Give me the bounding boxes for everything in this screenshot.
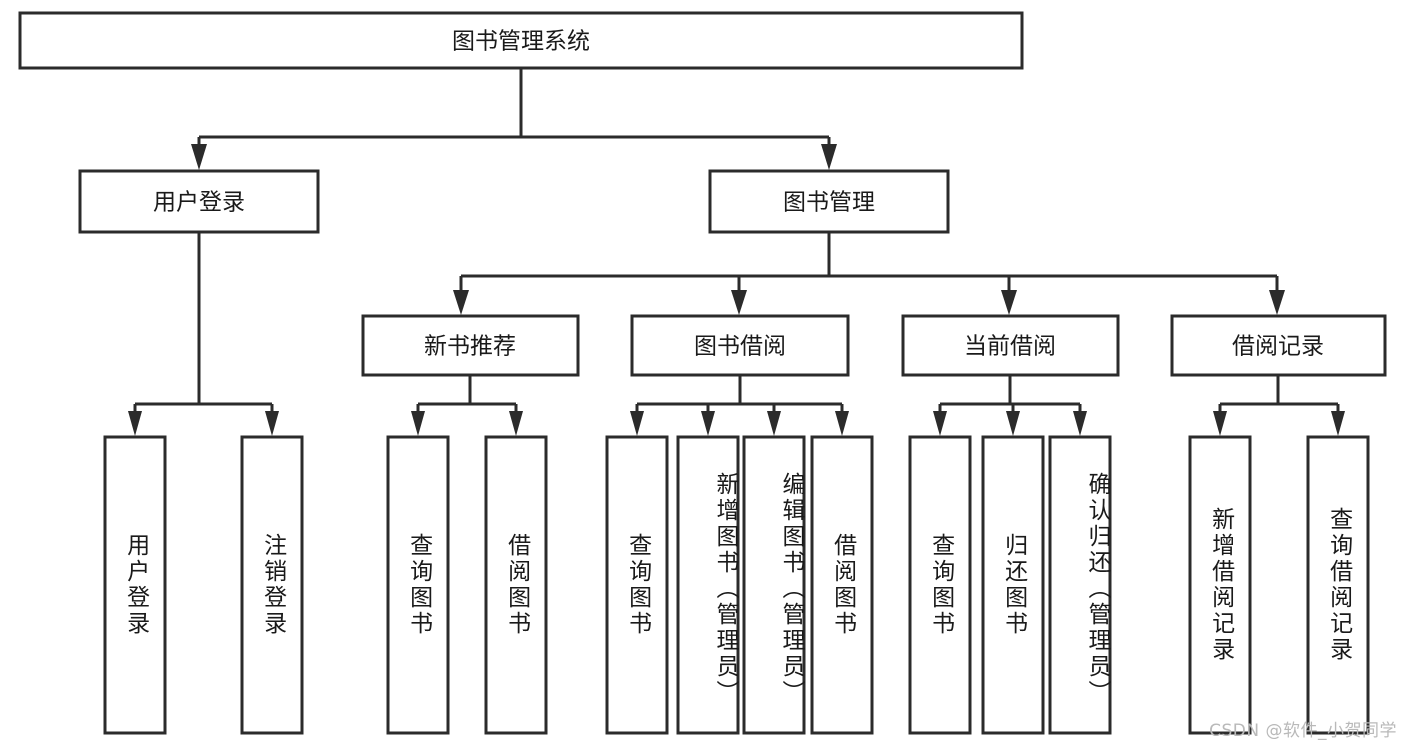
- node-current-borrow-box[interactable]: [901, 314, 1120, 377]
- arrowhead-icon: [1073, 411, 1087, 436]
- arrowhead-icon: [933, 411, 947, 436]
- arrowhead-icon: [453, 290, 469, 315]
- arrowhead-icon: [630, 411, 644, 436]
- arrowhead-icon: [1006, 411, 1020, 436]
- arrowhead-icon: [767, 411, 781, 436]
- arrow-heads: [128, 144, 1345, 436]
- node-borrow-record-label: 借阅记录: [1232, 334, 1324, 360]
- leaf-box-logout[interactable]: [240, 435, 304, 735]
- leaf-boxes: [103, 435, 1370, 735]
- node-book-management-label: 图书管理: [783, 190, 875, 216]
- leaf-box-query-book-1[interactable]: [386, 435, 450, 735]
- arrowhead-icon: [128, 411, 142, 436]
- csdn-watermark: CSDN @软件_小贺同学: [1209, 721, 1397, 741]
- node-borrow-record[interactable]: 借阅记录: [1170, 314, 1387, 377]
- arrowhead-icon: [411, 411, 425, 436]
- node-root-box[interactable]: [18, 11, 1024, 70]
- node-current-borrow[interactable]: 当前借阅: [901, 314, 1120, 377]
- arrowhead-icon: [731, 290, 747, 315]
- arrowhead-icon: [191, 144, 207, 170]
- arrowhead-icon: [265, 411, 279, 436]
- leaf-box-edit-book-admin[interactable]: [742, 435, 806, 735]
- node-book-borrow-box[interactable]: [630, 314, 850, 377]
- arrowhead-icon: [835, 411, 849, 436]
- arrowhead-icon: [1213, 411, 1227, 436]
- leaf-box-user-login[interactable]: [103, 435, 167, 735]
- node-current-borrow-label: 当前借阅: [964, 334, 1056, 360]
- arrowhead-icon: [701, 411, 715, 436]
- leaf-box-add-book-admin[interactable]: [676, 435, 740, 735]
- node-user-login-label: 用户登录: [153, 190, 245, 216]
- arrowhead-icon: [1331, 411, 1345, 436]
- arrowhead-icon: [821, 144, 837, 170]
- leaf-box-add-record[interactable]: [1188, 435, 1252, 735]
- leaf-box-borrow-book-1[interactable]: [484, 435, 548, 735]
- node-book-management-box[interactable]: [708, 169, 950, 234]
- arrowhead-icon: [1269, 290, 1285, 315]
- node-book-borrow-label: 图书借阅: [694, 334, 786, 360]
- arrowhead-icon: [509, 411, 523, 436]
- leaf-box-query-book-3[interactable]: [908, 435, 972, 735]
- node-root-label: 图书管理系统: [452, 29, 590, 55]
- node-new-book-recommend[interactable]: 新书推荐: [361, 314, 580, 377]
- leaf-box-query-record[interactable]: [1306, 435, 1370, 735]
- arrowhead-icon: [1001, 290, 1017, 315]
- leaf-box-query-book-2[interactable]: [605, 435, 669, 735]
- node-book-borrow[interactable]: 图书借阅: [630, 314, 850, 377]
- node-user-login-box[interactable]: [78, 169, 320, 234]
- node-book-management[interactable]: 图书管理: [708, 169, 950, 234]
- leaf-box-return-book[interactable]: [981, 435, 1045, 735]
- node-new-book-recommend-box[interactable]: [361, 314, 580, 377]
- leaf-box-confirm-return[interactable]: [1048, 435, 1112, 735]
- node-borrow-record-box[interactable]: [1170, 314, 1387, 377]
- node-user-login[interactable]: 用户登录: [78, 169, 320, 234]
- leaf-box-borrow-book-2[interactable]: [810, 435, 874, 735]
- node-new-book-recommend-label: 新书推荐: [424, 334, 516, 360]
- node-root[interactable]: 图书管理系统: [18, 11, 1024, 70]
